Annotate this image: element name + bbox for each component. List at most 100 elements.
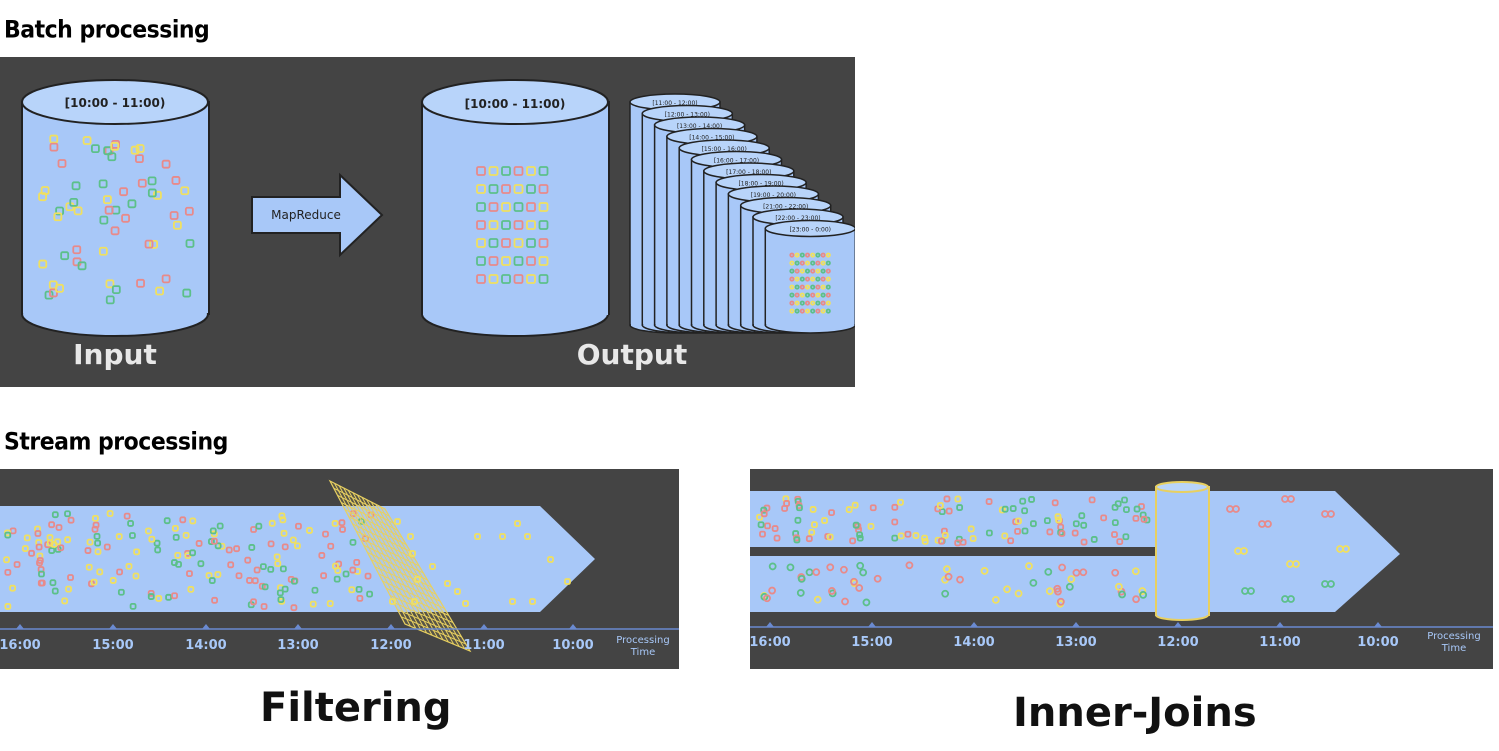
input-record bbox=[104, 205, 114, 215]
output-record bbox=[513, 202, 524, 212]
stream-record bbox=[246, 577, 253, 584]
input-record bbox=[137, 178, 147, 188]
stream-record bbox=[179, 516, 187, 524]
stacked-output-record bbox=[825, 260, 831, 266]
stacked-output-record bbox=[805, 308, 811, 314]
input-record bbox=[135, 144, 145, 153]
input-record bbox=[149, 239, 159, 249]
input-record bbox=[161, 159, 171, 169]
batch-processing-panel: [10:00 - 11:00) MapReduce [10:00 - 11:00… bbox=[0, 57, 855, 387]
input-record bbox=[103, 195, 112, 205]
stream-record bbox=[67, 574, 74, 581]
stream-record bbox=[326, 600, 334, 607]
stream-record bbox=[214, 542, 222, 550]
stream-record bbox=[281, 543, 289, 551]
stream-record bbox=[348, 586, 356, 594]
stream-record bbox=[309, 600, 317, 608]
joins-tick-marks bbox=[766, 622, 1382, 627]
join-stream-record-top bbox=[985, 498, 993, 505]
input-record bbox=[53, 212, 63, 222]
inner-joins-caption: Inner-Joins bbox=[1013, 690, 1257, 736]
output-record bbox=[501, 274, 511, 284]
output-record bbox=[476, 220, 486, 230]
output-record bbox=[501, 256, 511, 266]
stacked-output-record bbox=[815, 252, 821, 258]
output-record bbox=[526, 220, 536, 230]
joins-tick-label: 15:00 bbox=[851, 635, 892, 650]
join-stream-record-top bbox=[1078, 512, 1086, 520]
stream-record bbox=[3, 556, 10, 564]
join-stream-record-top bbox=[941, 531, 949, 539]
stacked-output-cylinder: [23:00 - 0:00) bbox=[764, 219, 855, 334]
stream-record bbox=[318, 552, 326, 559]
filtered-record bbox=[429, 563, 436, 570]
join-stream-record-top bbox=[1021, 507, 1029, 515]
output-record bbox=[538, 166, 549, 176]
stacked-output-record bbox=[815, 300, 821, 306]
joined-pair-right bbox=[1327, 510, 1335, 518]
filtering-panel: 16:00 15:00 14:00 13:00 12:00 11:00 10:0… bbox=[0, 469, 679, 669]
stream-record bbox=[214, 571, 222, 578]
join-stream-record-bottom bbox=[855, 584, 864, 592]
stream-record bbox=[106, 510, 114, 517]
join-stream-record-bottom bbox=[1067, 575, 1076, 584]
input-record bbox=[99, 215, 109, 225]
output-record bbox=[476, 184, 486, 194]
join-stream-record-bottom bbox=[1056, 597, 1065, 606]
filtered-record bbox=[389, 598, 396, 605]
join-stream-record-bottom bbox=[1044, 568, 1053, 576]
joins-stream-arrow bbox=[750, 491, 1400, 612]
joins-panel: 16:00 15:00 14:00 13:00 12:00 11:00 10:0… bbox=[750, 469, 1493, 669]
stream-record bbox=[9, 584, 17, 592]
join-stream-record-bottom bbox=[1139, 590, 1148, 599]
stacked-output-record bbox=[810, 276, 816, 282]
tick-mark bbox=[202, 624, 210, 629]
join-stream-record-top bbox=[891, 518, 899, 526]
stacked-output-record bbox=[820, 308, 826, 314]
stream-record bbox=[338, 519, 346, 527]
join-stream-record-bottom bbox=[1054, 587, 1062, 596]
join-stream-record-bottom bbox=[1111, 568, 1120, 577]
joined-pair-right bbox=[1240, 547, 1248, 555]
output-record bbox=[513, 256, 524, 266]
stream-record bbox=[92, 514, 99, 522]
stacked-output-record bbox=[794, 260, 800, 266]
stream-record bbox=[174, 551, 182, 559]
stacked-output-record bbox=[825, 292, 831, 298]
stream-record bbox=[57, 544, 65, 552]
stream-record bbox=[154, 546, 162, 554]
batch-processing-title: Batch processing bbox=[4, 16, 210, 45]
stream-record bbox=[94, 539, 102, 547]
stacked-output-record bbox=[825, 252, 831, 258]
stream-record bbox=[195, 540, 203, 547]
stacked-range-label: [18:00 - 19:00) bbox=[738, 181, 783, 188]
join-stream-record-top bbox=[1007, 537, 1015, 545]
stream-record bbox=[277, 596, 285, 603]
join-stream-record-top bbox=[756, 513, 763, 521]
stream-record bbox=[116, 568, 123, 576]
join-stream-record-top bbox=[771, 525, 779, 532]
stream-record bbox=[148, 535, 156, 543]
tick-mark bbox=[569, 624, 577, 629]
input-record bbox=[49, 142, 59, 152]
join-stream-record-top bbox=[821, 517, 828, 524]
join-cylinder bbox=[1155, 481, 1210, 621]
input-record bbox=[60, 251, 70, 261]
input-record bbox=[71, 181, 81, 191]
stream-record bbox=[248, 544, 256, 551]
join-stream-record-bottom bbox=[1065, 582, 1074, 591]
filtered-records bbox=[389, 518, 571, 607]
stream-record bbox=[187, 585, 195, 593]
input-cylinder: [10:00 - 11:00) bbox=[21, 79, 210, 337]
input-records bbox=[38, 134, 195, 305]
stream-record bbox=[117, 588, 125, 596]
join-stream-record-top bbox=[897, 498, 904, 506]
input-record bbox=[98, 179, 108, 189]
stream-record bbox=[93, 532, 101, 540]
filtered-record bbox=[499, 533, 506, 540]
stream-record bbox=[209, 527, 217, 535]
stream-record bbox=[48, 547, 56, 554]
join-stream-record-top bbox=[1132, 514, 1140, 522]
joined-pair-right bbox=[1292, 560, 1300, 568]
output-record bbox=[513, 184, 524, 194]
